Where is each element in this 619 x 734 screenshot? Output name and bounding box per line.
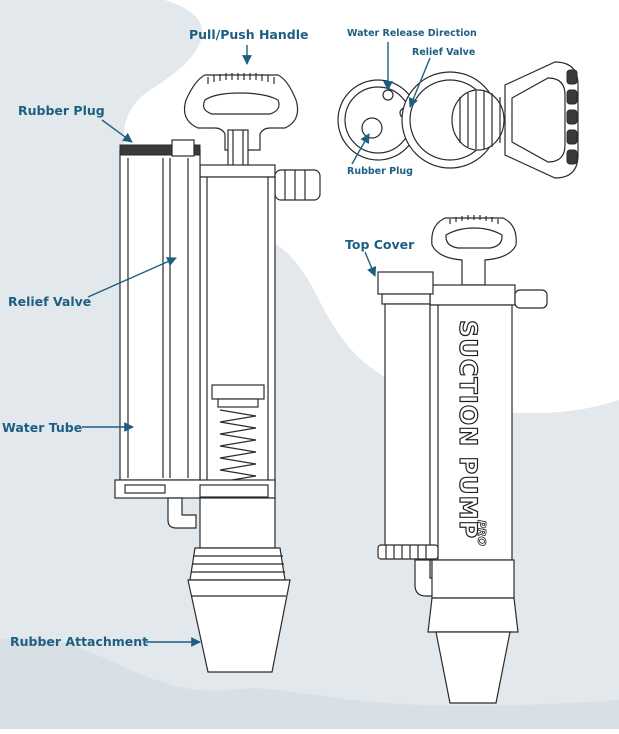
background-shape-lower bbox=[0, 636, 619, 729]
label-relief-valve-top: Relief Valve bbox=[412, 47, 475, 58]
label-pointers bbox=[82, 42, 431, 647]
pump-assembled: SUCTION PUMP PRO bbox=[377, 215, 548, 704]
pump-top-view bbox=[337, 61, 579, 179]
bottom-ring-ridges bbox=[385, 545, 427, 559]
label-water-release-direction: Water Release Direction bbox=[347, 28, 477, 39]
label-relief-valve-left: Relief Valve bbox=[8, 294, 91, 309]
label-water-tube: Water Tube bbox=[2, 420, 82, 435]
top-handle-knobs bbox=[566, 69, 578, 165]
label-rubber-attachment: Rubber Attachment bbox=[10, 634, 148, 649]
handle-ridges-right bbox=[449, 215, 499, 224]
labels: Pull/Push Handle Rubber Plug Relief Valv… bbox=[2, 27, 477, 649]
label-top-cover: Top Cover bbox=[345, 237, 415, 252]
handle-grip-ridges bbox=[207, 73, 275, 84]
label-pull-push-handle: Pull/Push Handle bbox=[189, 27, 308, 42]
brand-badge: PRO bbox=[475, 520, 488, 546]
label-rubber-plug-left: Rubber Plug bbox=[18, 103, 105, 118]
handle-left bbox=[183, 73, 299, 151]
top-grip-ribs bbox=[451, 89, 505, 151]
label-rubber-plug-top: Rubber Plug bbox=[347, 166, 413, 177]
spring bbox=[219, 409, 257, 483]
brand-name: SUCTION PUMP bbox=[454, 320, 482, 539]
